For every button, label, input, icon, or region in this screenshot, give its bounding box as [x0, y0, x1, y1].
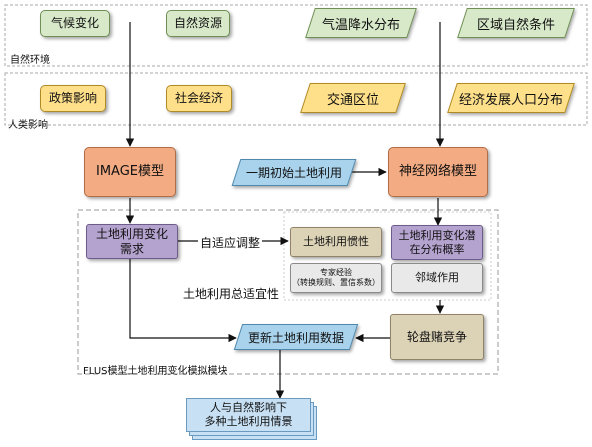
- inertia-node: 土地利用惯性: [290, 227, 382, 257]
- expert-rules-label: 专家经验 （转换规则、置信系数）: [292, 267, 380, 287]
- adaptive-adjust-label: 自适应调整: [198, 234, 263, 251]
- scenarios-label: 人与自然影响下 多种土地利用情景: [204, 400, 293, 428]
- natural-resources-label: 自然资源: [173, 16, 222, 30]
- image-model-label: IMAGE模型: [95, 163, 164, 179]
- temp-precip-label: 气温降水分布: [321, 17, 400, 33]
- natural-env-group-border: [4, 4, 588, 67]
- neural-net-node: 神经网络模型: [388, 147, 488, 197]
- roulette-label: 轮盘赌竞争: [406, 329, 467, 344]
- natural-env-group-label: 自然环境: [10, 55, 50, 66]
- roulette-node: 轮盘赌竞争: [390, 314, 484, 360]
- update-landuse-label: 更新土地利用数据: [247, 330, 344, 345]
- policy-label: 政策影响: [48, 91, 97, 105]
- arrow-demand-to-update: [129, 259, 237, 343]
- suitability-group-border: [283, 211, 492, 301]
- temp-precip-node: 气温降水分布: [305, 8, 417, 38]
- potential-probability-node: 土地利用变化潜 在分布概率: [391, 225, 483, 260]
- update-landuse-node: 更新土地利用数据: [233, 324, 359, 350]
- transport-label: 交通区位: [326, 92, 379, 108]
- transport-node: 交通区位: [300, 83, 406, 113]
- image-model-node: IMAGE模型: [84, 147, 176, 197]
- socio-economy-label: 社会经济: [174, 91, 223, 105]
- flus-module-group-border: [77, 209, 499, 375]
- neighborhood-node: 邻域作用: [391, 263, 483, 293]
- potential-probability-label: 土地利用变化潜 在分布概率: [398, 228, 476, 256]
- climate-change-label: 气候变化: [50, 16, 99, 30]
- policy-node: 政策影响: [40, 85, 106, 112]
- socio-economy-node: 社会经济: [166, 85, 232, 112]
- neural-net-label: 神经网络模型: [398, 163, 477, 179]
- suitability-group-label: 土地利用总适宜性: [183, 287, 280, 301]
- regional-nature-label: 区域自然条件: [476, 17, 555, 33]
- econ-population-label: 经济发展人口分布: [458, 92, 563, 108]
- initial-landuse-node: 一期初始土地利用: [231, 159, 357, 186]
- human-impact-group-label: 人类影响: [8, 120, 48, 131]
- flus-module-group-label: FLUS模型土地利用变化模拟模块: [83, 366, 228, 377]
- climate-change-node: 气候变化: [40, 10, 110, 37]
- demand-label: 土地利用变化 需求: [95, 226, 168, 256]
- demand-node: 土地利用变化 需求: [86, 224, 178, 259]
- initial-landuse-label: 一期初始土地利用: [245, 166, 342, 180]
- natural-resources-node: 自然资源: [166, 10, 230, 37]
- human-impact-group-border: [4, 72, 588, 126]
- neighborhood-label: 邻域作用: [415, 271, 459, 285]
- expert-rules-node: 专家经验 （转换规则、置信系数）: [290, 263, 382, 293]
- regional-nature-node: 区域自然条件: [457, 8, 575, 38]
- econ-population-node: 经济发展人口分布: [447, 83, 575, 113]
- scenarios-document-stack: 人与自然影响下 多种土地利用情景: [186, 398, 326, 444]
- scenarios-node: 人与自然影响下 多种土地利用情景: [186, 398, 311, 432]
- inertia-label: 土地利用惯性: [303, 235, 369, 249]
